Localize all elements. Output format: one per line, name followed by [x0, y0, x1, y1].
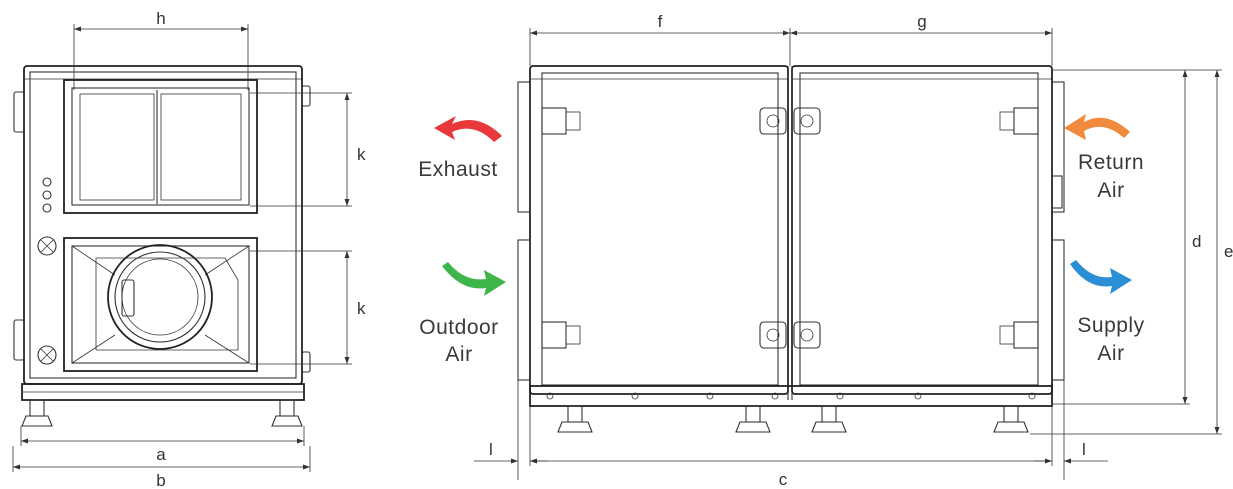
door-hinge — [999, 107, 1039, 135]
outdoor-duct-flange — [517, 239, 531, 381]
supply-duct-flange — [1051, 239, 1065, 381]
dim-d-label: d — [1192, 232, 1201, 251]
cable-gland-icon — [42, 177, 52, 187]
adjustable-foot — [557, 405, 593, 433]
return-label-line1: Return — [1078, 151, 1144, 174]
adjustable-foot — [21, 399, 53, 427]
left-module — [529, 65, 789, 395]
exhaust-arrow-icon — [434, 116, 502, 142]
side-connector — [1051, 175, 1063, 209]
dim-f-label: f — [658, 12, 663, 31]
side-view: f g d e c l l — [418, 12, 1233, 489]
supply-label-line1: Supply — [1077, 314, 1144, 337]
outdoor-label-line1: Outdoor — [419, 316, 498, 339]
return-label-line2: Air — [1097, 179, 1124, 202]
dim-c-label: c — [779, 470, 788, 489]
door-hinge — [999, 321, 1039, 349]
inspection-cap-icon — [37, 236, 57, 256]
side-base-frame — [529, 385, 1053, 407]
front-casing-inner — [29, 71, 297, 379]
front-left-handle-top — [13, 91, 25, 133]
front-casing — [23, 65, 303, 385]
outdoor-air-arrow-icon — [442, 262, 506, 296]
dim-b-label: b — [156, 471, 165, 489]
door-handle — [793, 107, 821, 135]
return-air-arrow-icon — [1064, 114, 1130, 140]
supply-label-line2: Air — [1097, 342, 1124, 365]
dim-k-upper-label: k — [357, 145, 366, 164]
exhaust-label: Exhaust — [418, 158, 497, 181]
exhaust-duct-flange — [517, 81, 531, 213]
dim-k-lower-label: k — [357, 299, 366, 318]
inspection-cap-icon — [37, 345, 57, 365]
return-duct-flange — [1051, 81, 1065, 213]
dim-g-label: g — [917, 12, 926, 31]
upper-duct-opening — [63, 79, 258, 214]
adjustable-foot — [271, 399, 303, 427]
adjustable-foot — [993, 405, 1029, 433]
right-module — [791, 65, 1053, 395]
outdoor-label-line2: Air — [445, 343, 472, 366]
supply-air-arrow-icon — [1070, 260, 1132, 294]
door-handle — [759, 321, 787, 349]
door-handle — [793, 321, 821, 349]
lower-duct-opening — [63, 237, 258, 372]
door-handle — [759, 107, 787, 135]
front-left-handle-bottom — [13, 319, 25, 361]
adjustable-foot — [811, 405, 847, 433]
fan-icon — [107, 244, 213, 350]
dim-e-label: e — [1224, 242, 1233, 261]
dim-l-right-label: l — [1082, 440, 1086, 459]
door-hinge — [541, 321, 581, 349]
front-view: h k k a b — [12, 9, 366, 489]
dim-a-label: a — [156, 445, 166, 464]
dim-l-left-label: l — [489, 440, 493, 459]
dim-h-label: h — [156, 9, 165, 28]
door-hinge — [541, 107, 581, 135]
adjustable-foot — [735, 405, 771, 433]
